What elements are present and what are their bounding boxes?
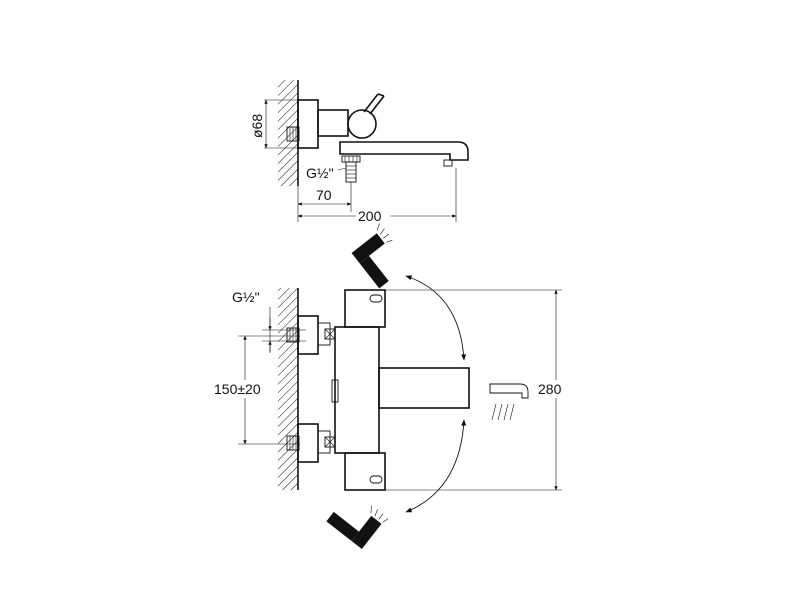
diameter-label: ø68 [249,114,265,138]
wall-hatch-front [278,288,298,490]
thread-label-top: G½" [306,165,334,181]
front-view: G½" 150±20 280 [210,275,575,513]
dim-70-label: 70 [316,187,332,203]
spout-water-icon [489,383,529,421]
rotation-arrow-top [405,275,467,361]
height-label: 280 [538,381,562,397]
hand-shower-icon [351,223,393,289]
hand-shower-icon [326,505,389,550]
dim-200-label: 200 [358,208,382,224]
side-view: ø68 G½" 70 200 [249,80,469,225]
wall-hatch-top [278,80,298,186]
thread-label-front: G½" [232,289,260,305]
center-distance-label: 150±20 [214,381,261,397]
rotation-arrow-bottom [405,419,467,513]
